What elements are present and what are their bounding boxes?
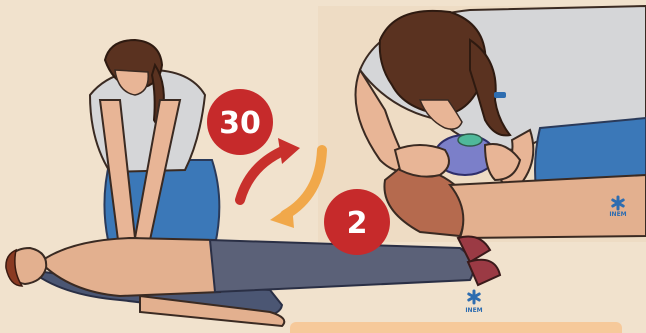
inem-logo-right-label: INEM [609, 211, 626, 218]
breaths-count: 2 [347, 206, 368, 241]
hair-tie [494, 92, 506, 98]
inem-logo-bottom-label: INEM [465, 307, 482, 314]
compressions-badge: 30 [207, 89, 273, 155]
info-band [290, 322, 622, 333]
rescuer2-left-hand [395, 145, 449, 177]
mask-valve [458, 134, 482, 146]
compressions-count: 30 [219, 106, 261, 141]
breaths-badge: 2 [324, 189, 390, 255]
